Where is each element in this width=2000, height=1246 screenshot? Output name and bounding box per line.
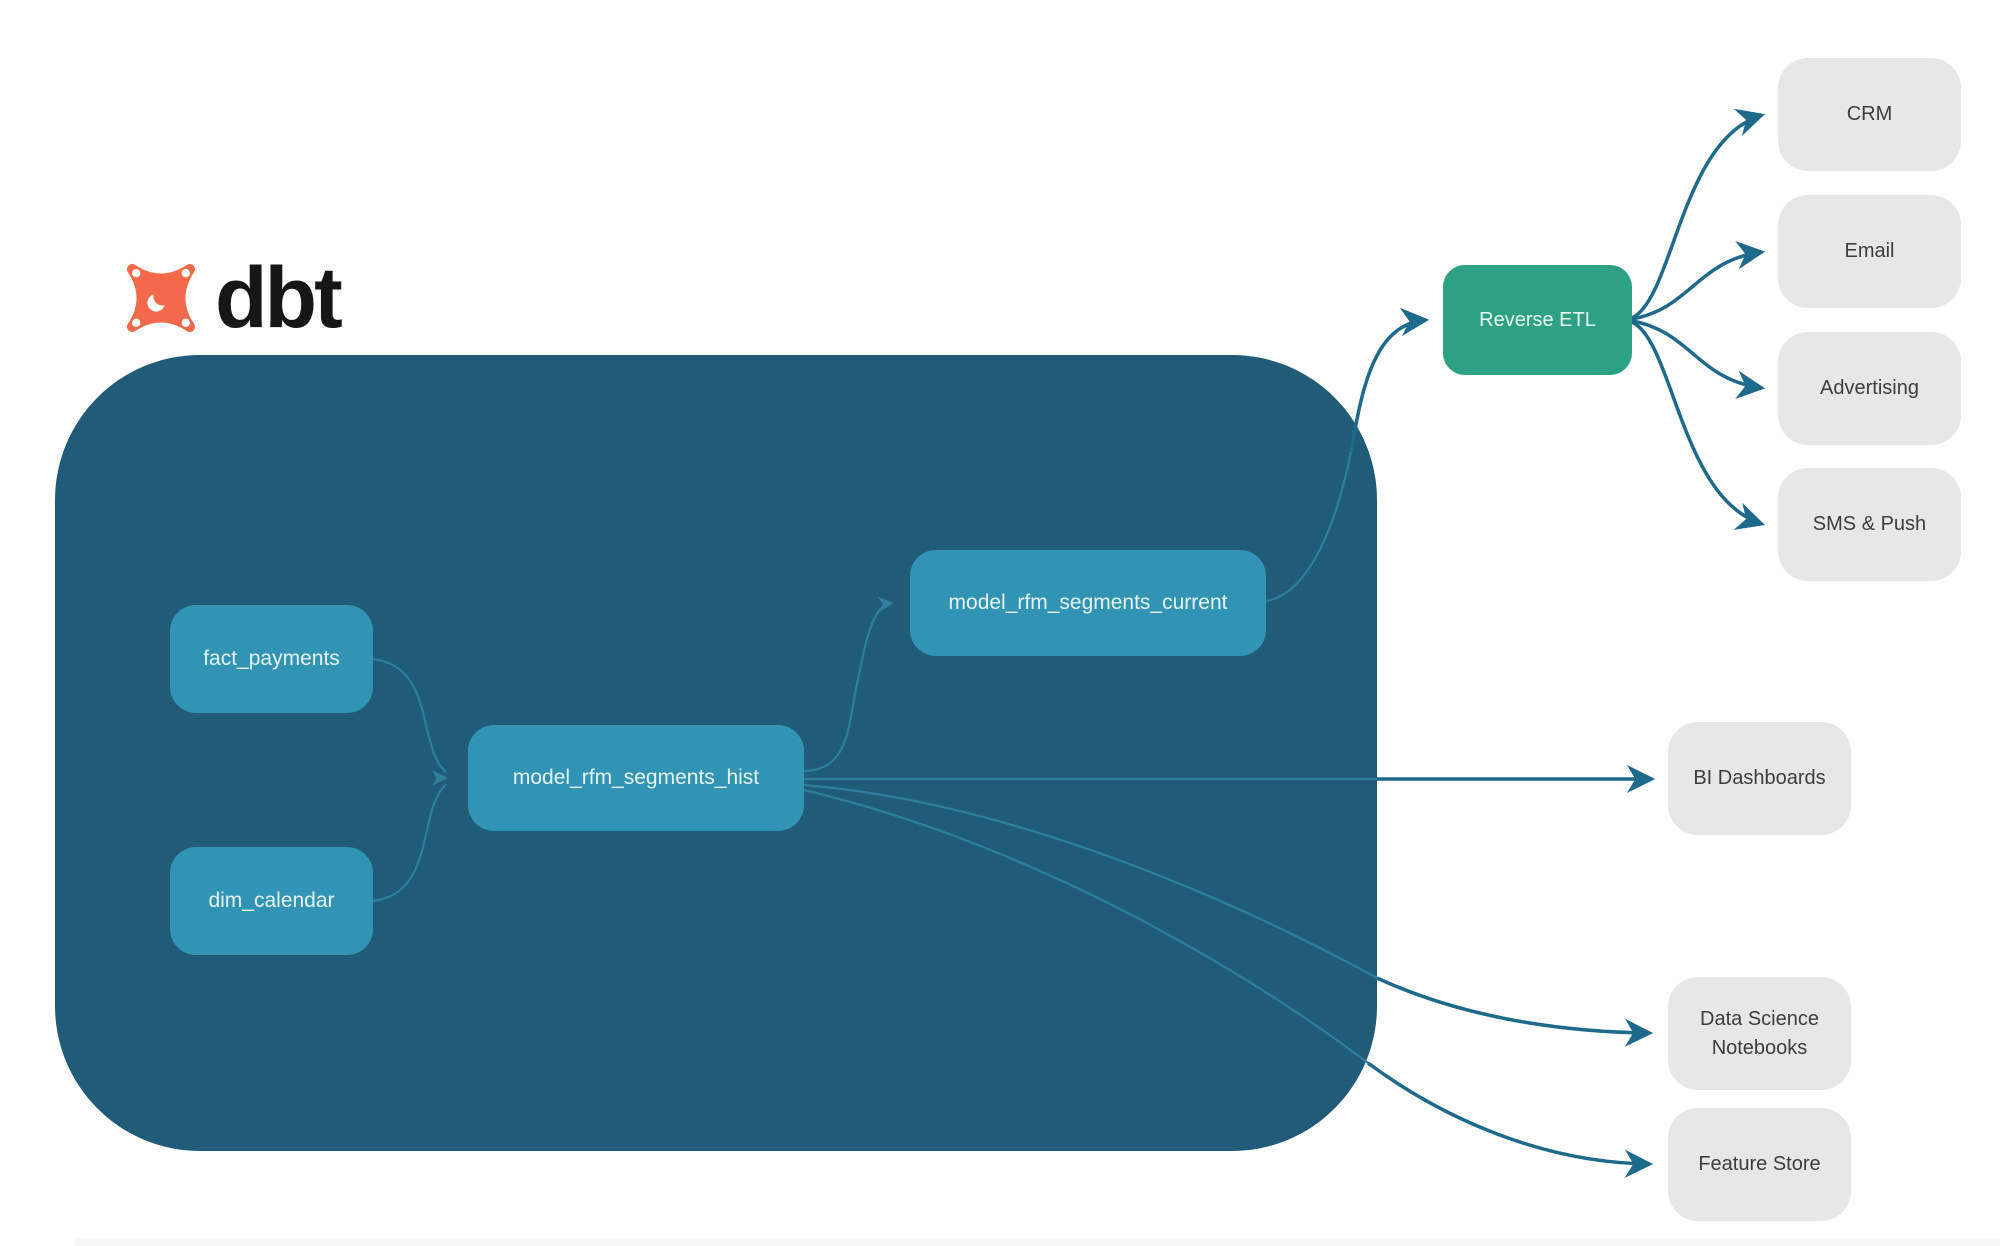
output-label: Feature Store [1698,1153,1821,1175]
output-bi-dashboards: BI Dashboards [1668,722,1851,835]
output-feature-store: Feature Store [1668,1108,1851,1221]
node-label: fact_payments [203,647,340,670]
edge-reverse-etl-to-email [1631,241,1766,321]
footer-strip [75,1238,2000,1246]
edge-hist-to-featurestore-outside [1366,1061,1654,1178]
destination-label: SMS & Push [1812,513,1927,535]
destination-advertising: Advertising [1778,332,1961,445]
destination-crm: CRM [1778,58,1961,171]
edge-hist-to-notebooks-outside [1376,976,1654,1047]
node-label: Reverse ETL [1479,308,1596,331]
edge-reverse-etl-to-advertising [1631,319,1766,399]
dbt-logo: dbt [121,250,343,346]
edge-reverse-etl-to-sms-push [1631,320,1766,530]
dbt-logo-text: dbt [215,250,343,346]
destination-sms-push: SMS & Push [1778,468,1961,581]
edge-reverse-etl-to-crm [1631,108,1766,320]
output-data-science-notebooks: Data Science Notebooks [1668,977,1851,1090]
destination-label: CRM [1846,103,1893,125]
reverse-etl-node: Reverse ETL [1443,265,1632,375]
dbt-logo-icon [126,264,195,332]
node-label: model_rfm_segments_current [948,591,1228,614]
destination-label: Email [1844,240,1895,262]
node-label: dim_calendar [208,889,335,912]
output-label: BI Dashboards [1693,767,1826,789]
node-model-rfm-segments-current: model_rfm_segments_current [910,550,1266,656]
destination-email: Email [1778,195,1961,308]
node-fact-payments: fact_payments [170,605,373,713]
destination-label: Advertising [1820,377,1919,399]
node-model-rfm-segments-hist: model_rfm_segments_hist [468,725,804,831]
node-dim-calendar: dim_calendar [170,847,373,955]
node-label: model_rfm_segments_hist [512,766,760,789]
edge-current-to-reverse-etl-outside [1349,307,1430,453]
output-label: Data Science Notebooks [1700,1007,1819,1059]
